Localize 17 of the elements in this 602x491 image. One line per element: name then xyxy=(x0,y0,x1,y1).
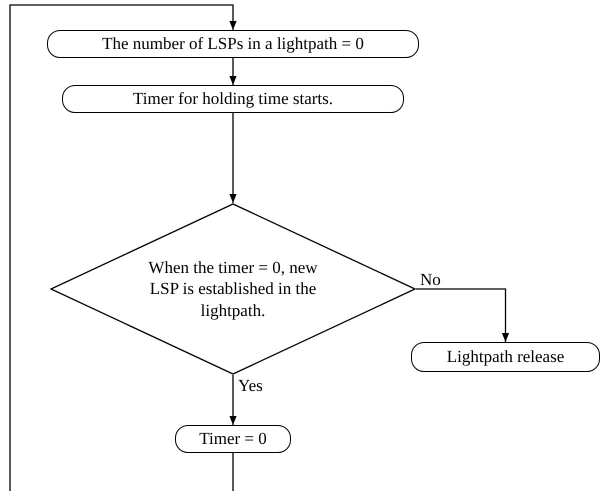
process-box xyxy=(62,85,404,113)
arrow xyxy=(229,375,237,425)
arrow xyxy=(416,288,510,342)
node-text: When the timer = 0, new LSP is established in the lightpath. xyxy=(147,257,319,321)
edge-label: Yes xyxy=(237,377,264,394)
process-box xyxy=(411,342,600,372)
node-text: The number of LSPs in a lightpath = 0 xyxy=(102,34,364,54)
node-text: Timer for holding time starts. xyxy=(132,89,334,109)
process-box xyxy=(175,425,291,453)
node-text: Timer = 0 xyxy=(199,429,267,449)
edge-label: No xyxy=(419,271,442,288)
arrow xyxy=(229,58,237,85)
process-box xyxy=(47,30,419,58)
arrow xyxy=(9,4,237,491)
arrow xyxy=(229,113,237,203)
node-text: Lightpath release xyxy=(446,347,564,367)
decision-diamond xyxy=(50,203,416,375)
